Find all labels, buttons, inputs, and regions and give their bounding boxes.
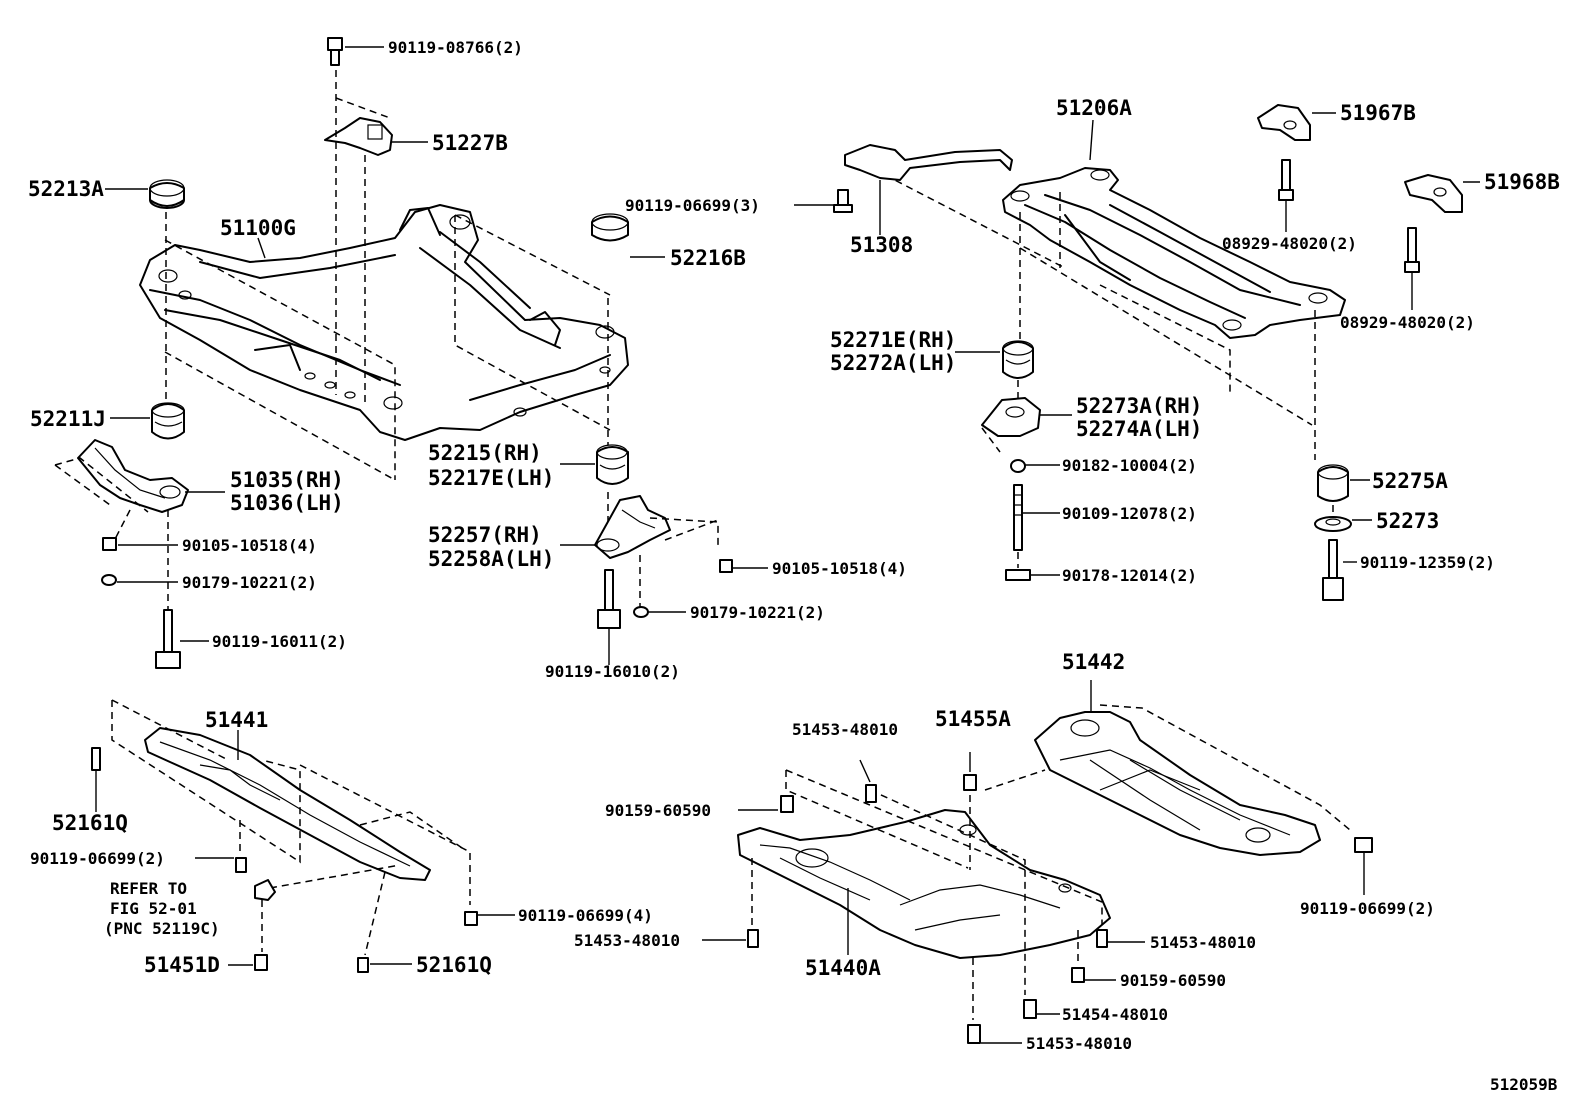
label-52213A: 52213A — [28, 177, 104, 201]
label-52217E-lh: 52217E(LH) — [428, 466, 554, 490]
bolts-left-group — [101, 537, 733, 669]
bracket-51968B — [1404, 174, 1463, 310]
label-90105-10518-b: 90105-10518(4) — [772, 559, 907, 578]
part-labels: 90119-08766(2) 51227B 52213A 51100G 5221… — [28, 38, 1560, 1094]
under-cover-51442 — [984, 704, 1373, 895]
label-90159-60590-a: 90159-60590 — [605, 801, 711, 820]
label-90178-12014: 90178-12014(2) — [1062, 566, 1197, 585]
label-pnc-52119c: (PNC 52119C) — [104, 919, 220, 938]
bracket-52257 — [594, 495, 719, 610]
label-90119-16011: 90119-16011(2) — [212, 632, 347, 651]
label-51453-48010-d: 51453-48010 — [1026, 1034, 1132, 1053]
label-90179-10221-b: 90179-10221(2) — [690, 603, 825, 622]
bushing-52275A — [1314, 464, 1352, 601]
label-51451D: 51451D — [144, 953, 220, 977]
label-51036-lh: 51036(LH) — [230, 491, 344, 515]
bushing-52211J — [151, 402, 185, 440]
bushing-52216B — [591, 213, 629, 242]
label-51035-rh: 51035(RH) — [230, 468, 344, 492]
label-52215-rh: 52215(RH) — [428, 441, 542, 465]
label-90119-06699-2a: 90119-06699(2) — [30, 849, 165, 868]
label-90159-60590-b: 90159-60590 — [1120, 971, 1226, 990]
label-51453-48010-a: 51453-48010 — [792, 720, 898, 739]
label-90109-12078: 90109-12078(2) — [1062, 504, 1197, 523]
label-90179-10221-a: 90179-10221(2) — [182, 573, 317, 592]
leader-lines — [95, 46, 1480, 1044]
under-cover-51441 — [91, 699, 478, 973]
label-52273A-rh: 52273A(RH) — [1076, 394, 1202, 418]
label-51453-48010-b: 51453-48010 — [574, 931, 680, 950]
stabilizer-51308 — [833, 144, 1013, 235]
under-cover-51440A — [737, 752, 1111, 1044]
label-52161Q-b: 52161Q — [416, 953, 492, 977]
stopper-52273A — [981, 380, 1041, 581]
front-suspension-crossmember — [139, 204, 629, 481]
label-51967B: 51967B — [1340, 101, 1416, 125]
label-51968B: 51968B — [1484, 170, 1560, 194]
label-51454-48010: 51454-48010 — [1062, 1005, 1168, 1024]
label-refer-to: REFER TO — [110, 879, 187, 898]
label-51440A: 51440A — [805, 956, 881, 980]
label-52161Q-a: 52161Q — [52, 811, 128, 835]
rear-suspension-crossmember — [884, 167, 1346, 460]
label-51308: 51308 — [850, 233, 913, 257]
bushing-52271E — [1002, 340, 1034, 379]
label-52211J: 52211J — [30, 407, 106, 431]
diagram-id: 512059B — [1490, 1075, 1558, 1094]
label-90119-08766: 90119-08766(2) — [388, 38, 523, 57]
label-51227B: 51227B — [432, 131, 508, 155]
label-52275A: 52275A — [1372, 469, 1448, 493]
bushing-52213A — [149, 179, 185, 400]
label-08929-48020-b: 08929-48020(2) — [1340, 313, 1475, 332]
label-08929-48020-a: 08929-48020(2) — [1222, 234, 1357, 253]
label-52258A-lh: 52258A(LH) — [428, 547, 554, 571]
label-90119-16010: 90119-16010(2) — [545, 662, 680, 681]
label-90119-12359: 90119-12359(2) — [1360, 553, 1495, 572]
label-52257-rh: 52257(RH) — [428, 523, 542, 547]
label-51206A: 51206A — [1056, 96, 1132, 120]
label-51455A: 51455A — [935, 707, 1011, 731]
label-51442: 51442 — [1062, 650, 1125, 674]
bracket-51967B — [1257, 104, 1311, 232]
label-90119-06699-3: 90119-06699(3) — [625, 196, 760, 215]
label-51453-48010-c: 51453-48010 — [1150, 933, 1256, 952]
label-52274A-lh: 52274A(LH) — [1076, 417, 1202, 441]
label-52216B: 52216B — [670, 246, 746, 270]
label-90105-10518-a: 90105-10518(4) — [182, 536, 317, 555]
label-90119-06699-4: 90119-06699(4) — [518, 906, 653, 925]
label-52273: 52273 — [1376, 509, 1439, 533]
label-fig-52-01: FIG 52-01 — [110, 899, 197, 918]
label-51441: 51441 — [205, 708, 268, 732]
label-52272A-lh: 52272A(LH) — [830, 351, 956, 375]
label-90182-10004: 90182-10004(2) — [1062, 456, 1197, 475]
bracket-51227B — [324, 37, 393, 405]
label-51100G: 51100G — [220, 216, 296, 240]
bushing-52215 — [596, 298, 629, 530]
label-52271E-rh: 52271E(RH) — [830, 328, 956, 352]
label-90119-06699-2b: 90119-06699(2) — [1300, 899, 1435, 918]
bracket-51035 — [54, 439, 189, 620]
